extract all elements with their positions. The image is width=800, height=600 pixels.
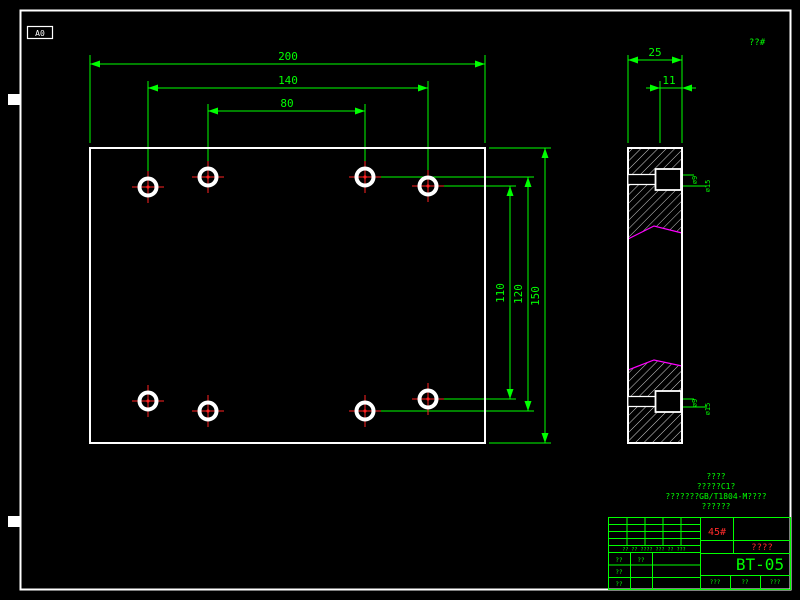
- note-line-1: ????: [706, 472, 725, 481]
- hole-label-top-large: ⌀15: [704, 180, 712, 193]
- dim-11-text: 11: [662, 74, 675, 87]
- sheet-size-box: [26, 25, 54, 40]
- hole-top-1: [132, 171, 164, 203]
- hole-label-bottom-small: ⌀9: [691, 399, 699, 407]
- footer-right: ???: [770, 579, 781, 586]
- organization-label: ????: [751, 543, 773, 553]
- footer-mid: ??: [741, 579, 749, 586]
- role-label-3: ??: [615, 569, 623, 576]
- title-block: ?? ?? ???? ??? ?? ??? ?? ?? ?? ?? 45# ??…: [608, 517, 791, 590]
- role-label-1: ??: [615, 557, 623, 564]
- technical-notes: ???? ?????C1? ???????GB/T1804-M???? ????…: [665, 472, 766, 511]
- role-label-2: ??: [637, 557, 645, 564]
- note-line-3: ???????GB/T1804-M????: [665, 492, 766, 501]
- hatch-top: [628, 148, 682, 239]
- centering-mark-top-left-edge: [8, 94, 21, 105]
- break-line-bottom: [627, 359, 683, 371]
- title-block-grid: [608, 517, 791, 590]
- top-right-note: ??#: [749, 38, 766, 48]
- hole-label-top-small: ⌀9: [691, 176, 699, 184]
- front-view-extension-lines: [89, 55, 551, 444]
- sheet-frame: A0 ??#: [8, 9, 792, 591]
- drawing-number: BT-05: [736, 555, 784, 574]
- front-view-dimension-lines: [90, 60, 549, 443]
- hole-bottom-3: [349, 395, 381, 427]
- material-label: 45#: [708, 527, 726, 538]
- footer-left: ???: [710, 579, 721, 586]
- plate-outline: [89, 147, 486, 444]
- sheet-size-label: A0: [35, 29, 45, 38]
- dim-110-text: 110: [494, 283, 507, 303]
- border-frame: [19, 9, 792, 591]
- hole-top-3: [349, 161, 381, 193]
- counterbore-top: [654, 168, 682, 191]
- dim-200-text: 200: [278, 50, 298, 63]
- hole-bottom-2: [192, 395, 224, 427]
- hole-bottom-4: [412, 383, 444, 415]
- hole-channel-top: [628, 174, 656, 185]
- hole-bottom-1: [132, 385, 164, 417]
- break-line-top: [627, 225, 683, 240]
- hole-top-4: [412, 170, 444, 202]
- side-view: 25 11 ⌀9 ⌀15 ⌀9 ⌀15: [627, 46, 712, 444]
- dim-150-text: 150: [529, 286, 542, 306]
- hole-label-bottom-large: ⌀15: [704, 403, 712, 416]
- dim-25-text: 25: [648, 46, 661, 59]
- side-view-hole-callouts: ⌀9 ⌀15 ⌀9 ⌀15: [683, 174, 712, 416]
- revision-header-row: ?? ?? ???? ??? ?? ???: [622, 547, 685, 553]
- hole-top-2: [192, 161, 224, 193]
- side-view-outline: [627, 147, 683, 444]
- dim-120-text: 120: [512, 284, 525, 304]
- counterbore-bottom: [654, 390, 682, 413]
- hole-channel-bottom: [628, 396, 656, 407]
- note-line-4: ??????: [702, 502, 731, 511]
- centering-mark-bottom-left-edge: [8, 516, 21, 527]
- side-view-dimensions: [627, 55, 696, 143]
- note-line-2: ?????C1?: [697, 482, 736, 491]
- front-view: 200 140 80 110 120 150: [89, 50, 551, 444]
- role-label-4: ??: [615, 581, 623, 588]
- dim-80-text: 80: [280, 97, 293, 110]
- dim-140-text: 140: [278, 74, 298, 87]
